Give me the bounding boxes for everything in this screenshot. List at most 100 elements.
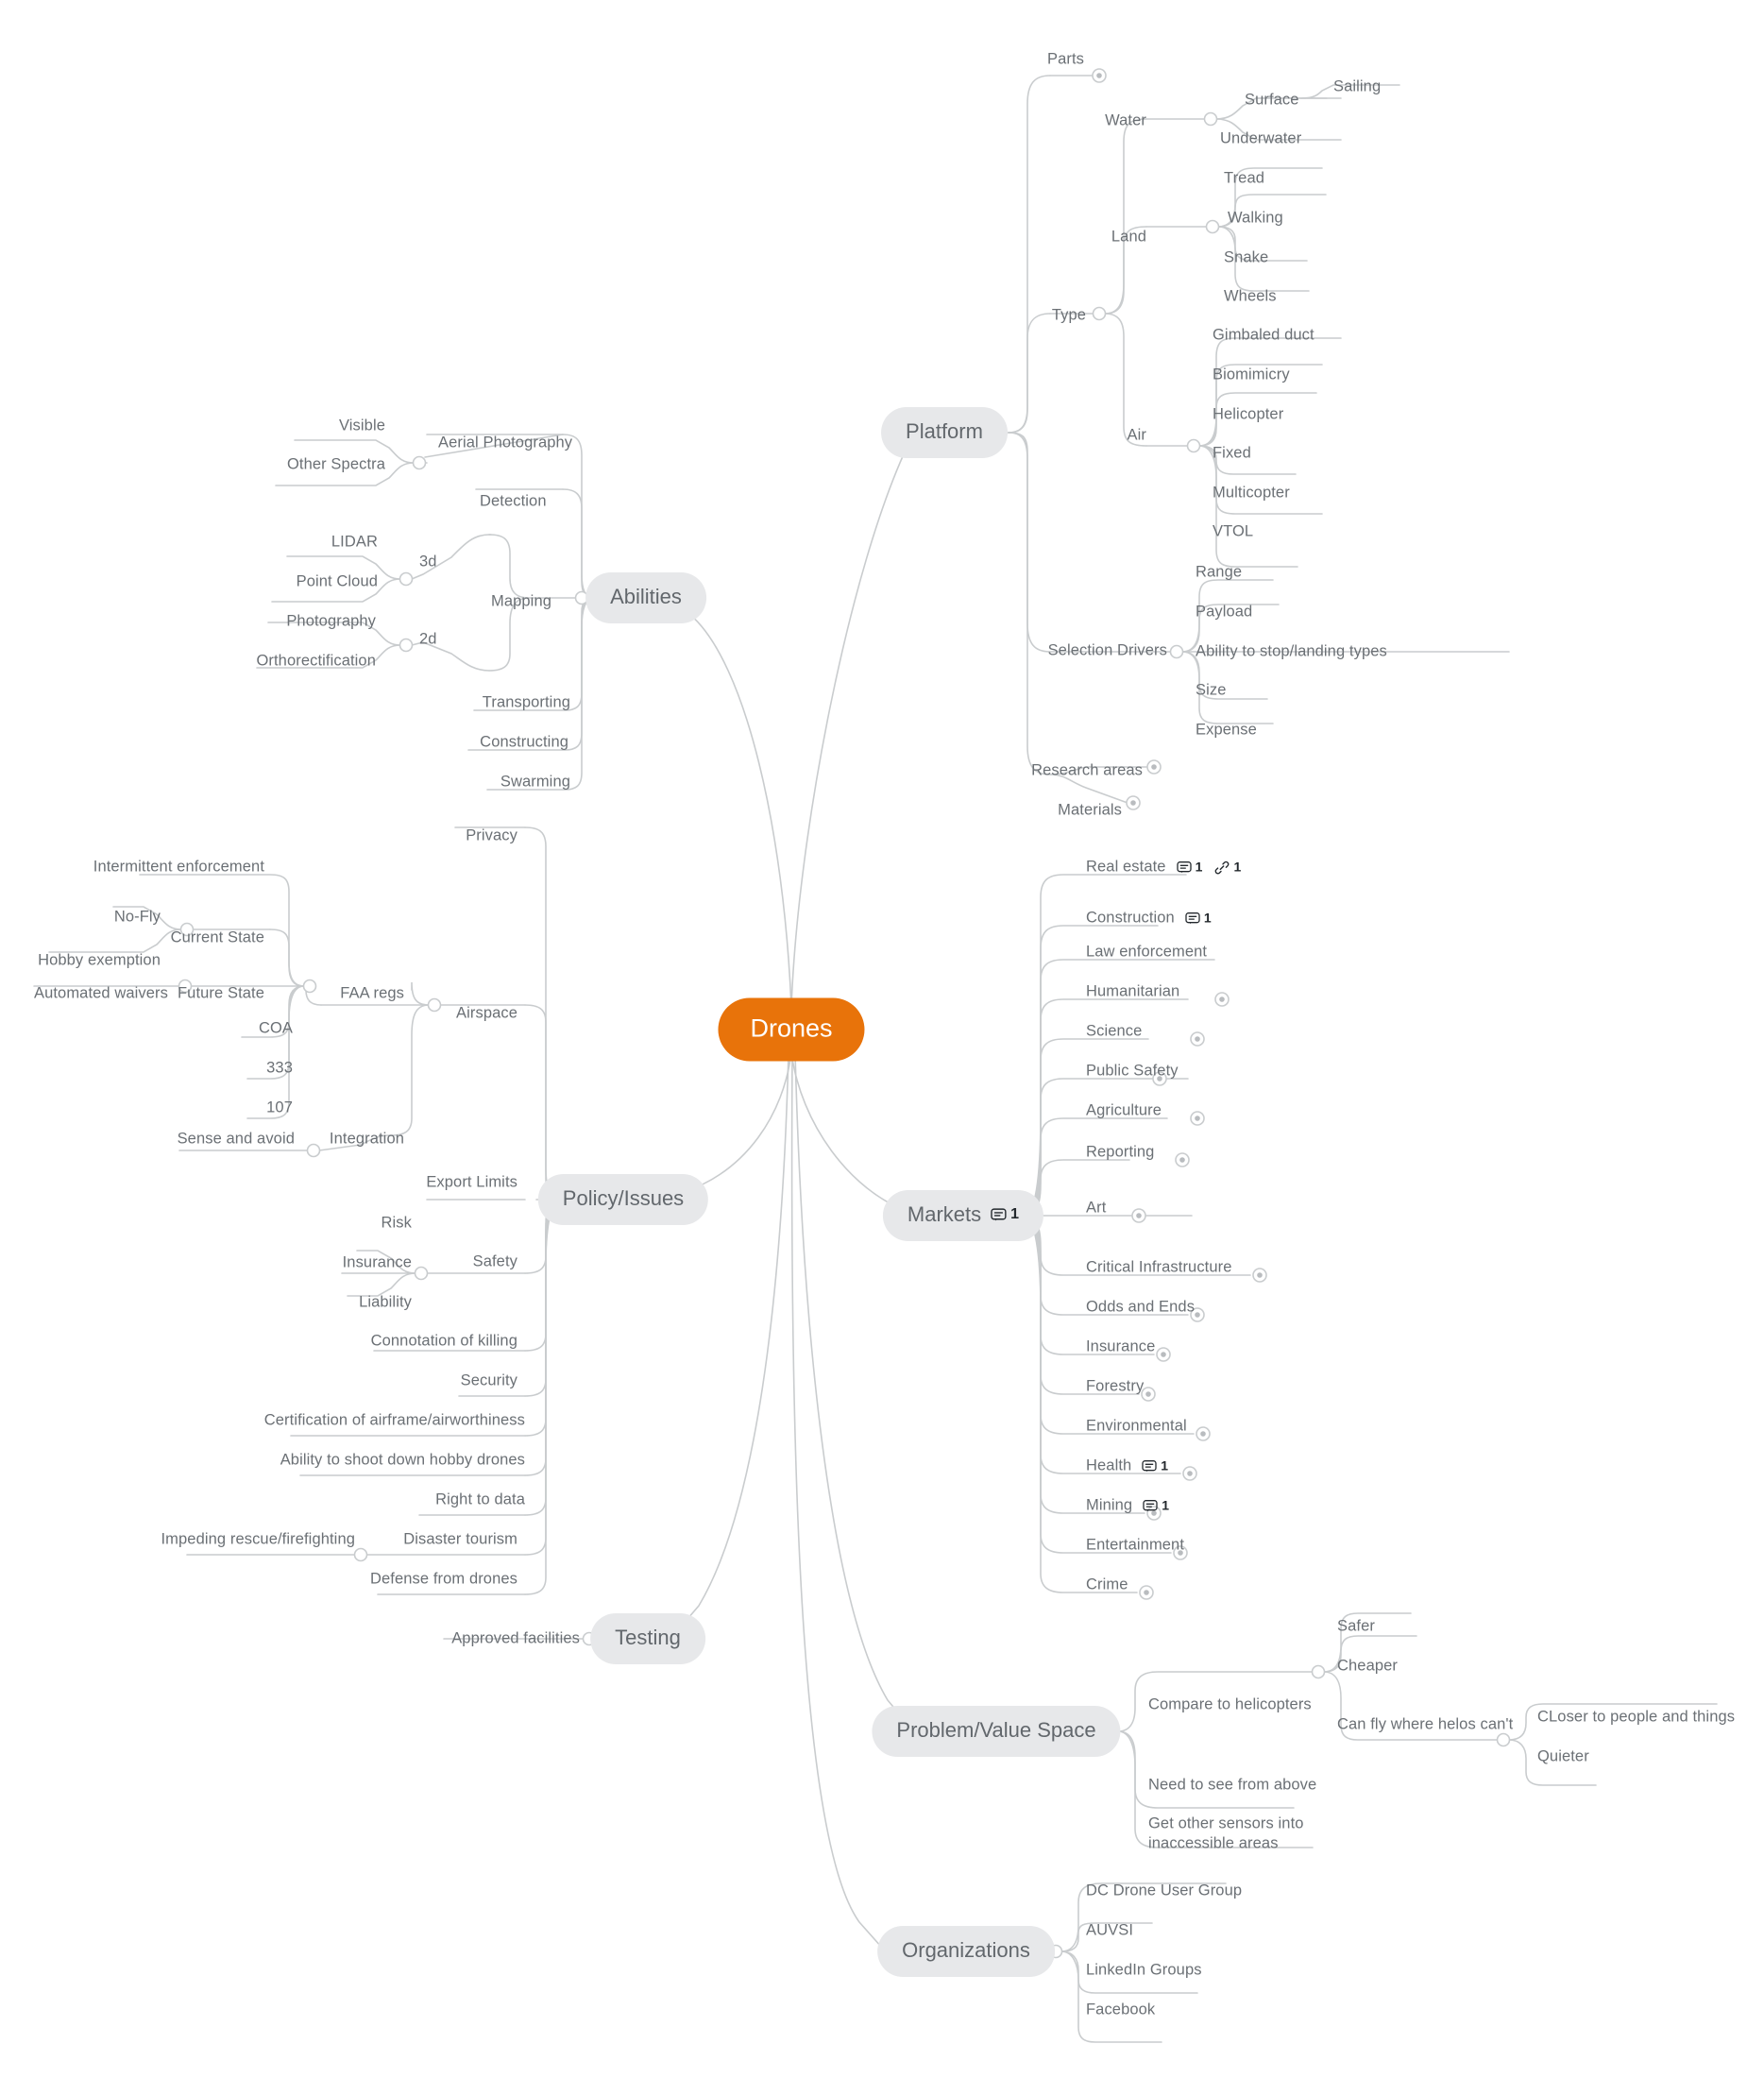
root-node-drones[interactable]: Drones — [718, 997, 865, 1062]
node-airspace[interactable]: Airspace — [456, 1004, 517, 1022]
node-water[interactable]: Water — [1105, 111, 1146, 129]
node-cheaper[interactable]: Cheaper — [1337, 1657, 1398, 1675]
node-closer-to-people-and-things[interactable]: CLoser to people and things — [1537, 1708, 1736, 1726]
node-other-spectra[interactable]: Other Spectra — [286, 455, 385, 473]
link-badge[interactable]: 1 — [1214, 860, 1241, 877]
node-fixed[interactable]: Fixed — [1213, 444, 1251, 462]
node-visible[interactable]: Visible — [338, 417, 385, 434]
branch-node-abilities[interactable]: Abilities — [585, 572, 706, 623]
branch-node-problem-value-space[interactable]: Problem/Value Space — [872, 1706, 1121, 1757]
node-parts[interactable]: Parts — [1046, 50, 1084, 68]
node-current-state[interactable]: Current State — [170, 928, 264, 946]
branch-node-markets[interactable]: Markets 1 — [882, 1190, 1044, 1241]
node-dc-drone-user-group[interactable]: DC Drone User Group — [1086, 1882, 1243, 1899]
node-market-agriculture[interactable]: Agriculture — [1086, 1101, 1162, 1121]
node-snake[interactable]: Snake — [1224, 248, 1269, 266]
node-faa-regs[interactable]: FAA regs — [340, 984, 404, 1002]
note-badge[interactable]: 1 — [1176, 860, 1203, 877]
node-shoot-down-hobby-drones[interactable]: Ability to shoot down hobby drones — [280, 1451, 525, 1469]
node-need-to-see-from-above[interactable]: Need to see from above — [1148, 1776, 1317, 1794]
node-export-limits[interactable]: Export Limits — [426, 1173, 517, 1191]
node-market-crime[interactable]: Crime — [1086, 1576, 1128, 1595]
node-auvsi[interactable]: AUVSI — [1086, 1921, 1134, 1939]
branch-node-organizations[interactable]: Organizations — [877, 1926, 1055, 1977]
node-detection[interactable]: Detection — [480, 492, 547, 510]
node-range[interactable]: Range — [1196, 563, 1243, 581]
node-photography[interactable]: Photography — [286, 612, 376, 630]
node-expense[interactable]: Expense — [1196, 721, 1257, 739]
note-badge-markets[interactable]: 1 — [991, 1206, 1019, 1223]
branch-node-platform[interactable]: Platform — [881, 407, 1008, 458]
node-selection-drivers[interactable]: Selection Drivers — [1047, 641, 1167, 659]
node-market-public-safety[interactable]: Public Safety — [1086, 1062, 1179, 1082]
note-badge[interactable]: 1 — [1185, 911, 1212, 928]
node-tread[interactable]: Tread — [1224, 169, 1264, 187]
node-no-fly[interactable]: No-Fly — [113, 908, 161, 926]
node-wheels[interactable]: Wheels — [1224, 287, 1277, 305]
node-risk[interactable]: Risk — [381, 1214, 412, 1232]
node-approved-facilities[interactable]: Approved facilities — [451, 1629, 580, 1647]
node-gimbaled-duct[interactable]: Gimbaled duct — [1213, 326, 1315, 344]
node-market-odds-and-ends[interactable]: Odds and Ends — [1086, 1298, 1195, 1318]
node-helicopter[interactable]: Helicopter — [1213, 405, 1284, 423]
node-ability-to-stop-landing-types[interactable]: Ability to stop/landing types — [1196, 642, 1387, 660]
node-market-law-enforcement[interactable]: Law enforcement — [1086, 943, 1207, 962]
node-type[interactable]: Type — [1051, 306, 1086, 324]
node-constructing[interactable]: Constructing — [480, 733, 568, 751]
node-point-cloud[interactable]: Point Cloud — [296, 572, 378, 590]
node-market-critical-infrastructure[interactable]: Critical Infrastructure — [1086, 1258, 1232, 1278]
node-materials[interactable]: Materials — [1058, 801, 1122, 819]
node-payload[interactable]: Payload — [1196, 603, 1253, 621]
node-orthorectification[interactable]: Orthorectification — [256, 652, 376, 670]
node-market-art[interactable]: Art — [1086, 1199, 1106, 1218]
node-market-humanitarian[interactable]: Humanitarian — [1086, 982, 1179, 1002]
node-market-insurance[interactable]: Insurance — [1086, 1337, 1155, 1357]
node-transporting[interactable]: Transporting — [482, 693, 570, 711]
node-connotation-of-killing[interactable]: Connotation of killing — [370, 1332, 517, 1350]
node-multicopter[interactable]: Multicopter — [1213, 484, 1290, 502]
node-land[interactable]: Land — [1111, 228, 1146, 246]
node-aerial-photography[interactable]: Aerial Photography — [438, 434, 573, 451]
node-security[interactable]: Security — [460, 1371, 517, 1389]
node-insurance-policy[interactable]: Insurance — [342, 1253, 412, 1271]
node-mapping[interactable]: Mapping — [491, 592, 551, 610]
node-privacy[interactable]: Privacy — [466, 826, 517, 844]
node-3d[interactable]: 3d — [419, 553, 437, 571]
node-sailing[interactable]: Sailing — [1333, 77, 1382, 95]
node-sense-and-avoid[interactable]: Sense and avoid — [177, 1130, 295, 1148]
note-badge[interactable]: 1 — [1142, 1458, 1168, 1475]
node-air[interactable]: Air — [1127, 426, 1146, 444]
node-107[interactable]: 107 — [266, 1099, 293, 1116]
node-integration[interactable]: Integration — [329, 1130, 404, 1148]
node-vtol[interactable]: VTOL — [1213, 522, 1254, 540]
node-biomimicry[interactable]: Biomimicry — [1213, 366, 1290, 383]
node-market-entertainment[interactable]: Entertainment — [1086, 1536, 1184, 1556]
node-2d[interactable]: 2d — [419, 630, 437, 648]
node-disaster-tourism[interactable]: Disaster tourism — [403, 1530, 517, 1548]
node-liability[interactable]: Liability — [359, 1293, 412, 1311]
node-quieter[interactable]: Quieter — [1537, 1747, 1589, 1765]
node-impeding-rescue-firefighting[interactable]: Impeding rescue/firefighting — [161, 1530, 355, 1548]
node-market-science[interactable]: Science — [1086, 1022, 1142, 1042]
node-linkedin-groups[interactable]: LinkedIn Groups — [1086, 1961, 1202, 1979]
node-market-forestry[interactable]: Forestry — [1086, 1377, 1144, 1397]
node-surface[interactable]: Surface — [1245, 91, 1299, 109]
node-can-fly-where-helos-cant[interactable]: Can fly where helos can't — [1337, 1715, 1514, 1733]
node-safer[interactable]: Safer — [1337, 1617, 1375, 1635]
node-coa[interactable]: COA — [258, 1019, 293, 1037]
node-333[interactable]: 333 — [266, 1059, 293, 1077]
node-intermittent-enforcement[interactable]: Intermittent enforcement — [93, 858, 264, 876]
node-future-state[interactable]: Future State — [178, 984, 264, 1002]
node-market-reporting[interactable]: Reporting — [1086, 1143, 1154, 1163]
node-walking[interactable]: Walking — [1228, 209, 1283, 227]
node-market-environmental[interactable]: Environmental — [1086, 1417, 1187, 1437]
node-certification-airframe[interactable]: Certification of airframe/airworthiness — [263, 1411, 525, 1429]
node-get-other-sensors-inaccessible-areas[interactable]: Get other sensors into inaccessible area… — [1148, 1814, 1304, 1851]
node-defense-from-drones[interactable]: Defense from drones — [370, 1570, 517, 1588]
node-swarming[interactable]: Swarming — [500, 773, 570, 791]
node-research-areas[interactable]: Research areas — [1031, 761, 1143, 779]
node-safety[interactable]: Safety — [472, 1252, 517, 1270]
